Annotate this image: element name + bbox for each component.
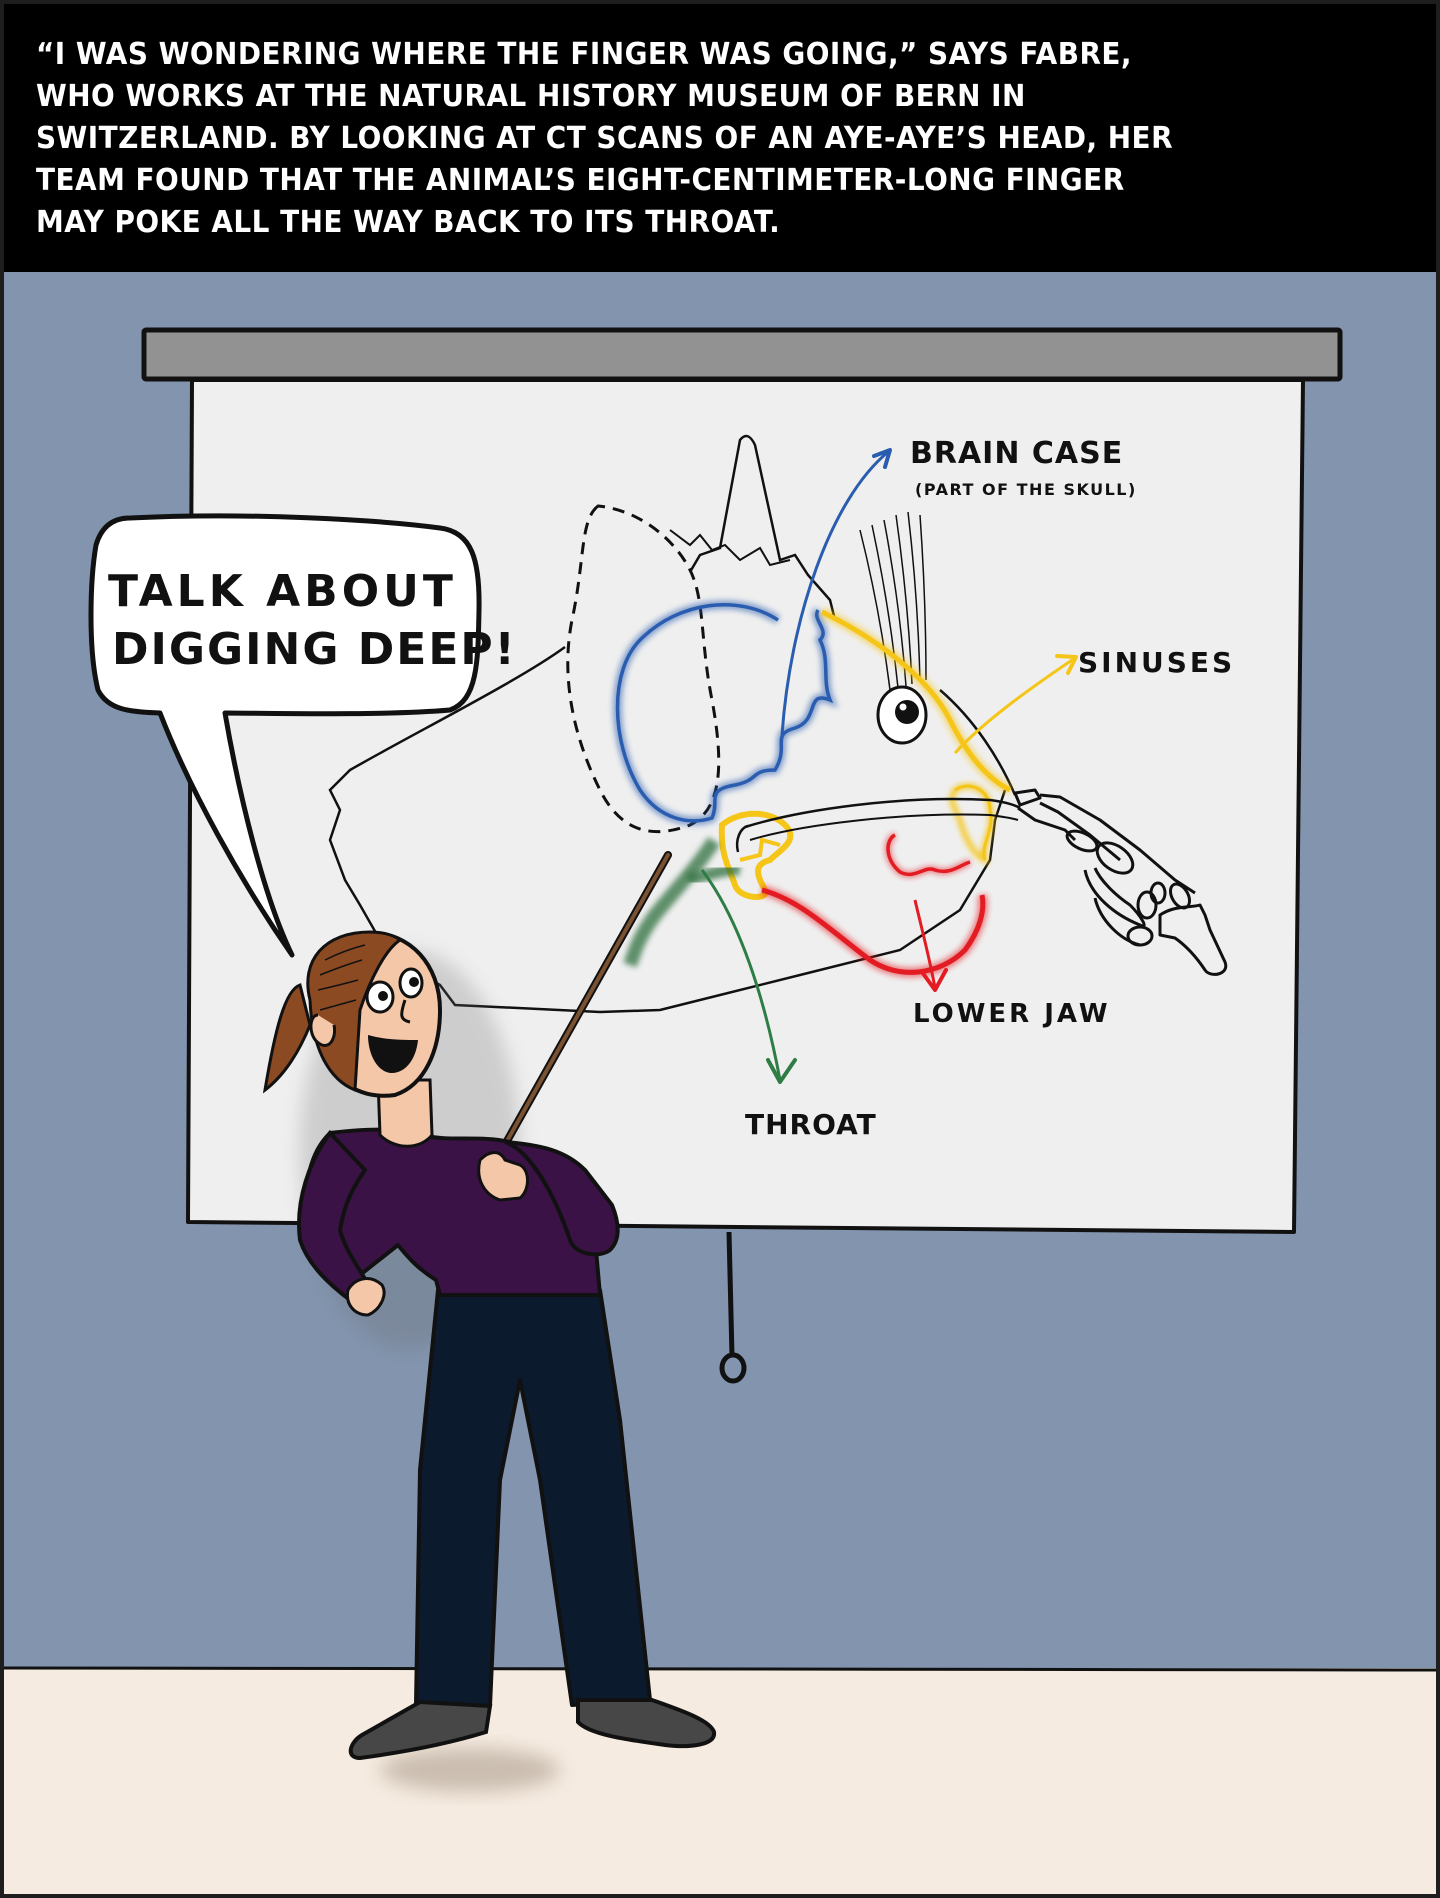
aye-aye-diagram [328, 434, 1228, 1084]
label-sinuses: SINUSES [1078, 646, 1235, 679]
pants [414, 1288, 652, 1708]
presenter [262, 851, 716, 1761]
caption-line: “I WAS WONDERING WHERE THE FINGER WAS GO… [36, 37, 1132, 72]
ponytail [262, 983, 312, 1094]
caption-line: MAY POKE ALL THE WAY BACK TO ITS THROAT. [36, 205, 781, 240]
right-hand [477, 1151, 529, 1202]
right-shoe [576, 1698, 716, 1749]
left-shoe [348, 1699, 493, 1761]
left-hand [345, 1277, 386, 1317]
finger-skeleton [1013, 788, 1228, 976]
floor [4, 1668, 1436, 1894]
comic-panel: “I WAS WONDERING WHERE THE FINGER WAS GO… [4, 4, 1436, 1894]
speech-bubble-line-1: TALK ABOUT [108, 566, 457, 617]
classroom-scene: BRAIN CASE (PART OF THE SKULL) SINUSES L… [4, 272, 1436, 1894]
label-brain-case-note: (PART OF THE SKULL) [915, 480, 1137, 499]
open-mouth [368, 1035, 418, 1073]
caption-box: “I WAS WONDERING WHERE THE FINGER WAS GO… [4, 4, 1436, 272]
screen-pull-cord[interactable] [719, 1231, 747, 1384]
brain-case-arrow [780, 450, 889, 736]
caption-line: TEAM FOUND THAT THE ANIMAL’S EIGHT-CENTI… [36, 163, 1125, 198]
presenter-head [262, 930, 443, 1098]
aye-aye-eye [876, 685, 928, 745]
throat-arrow [700, 869, 782, 1081]
speech-bubble-line-2: DIGGING DEEP! [112, 624, 517, 675]
label-throat: THROAT [745, 1108, 877, 1141]
speech-bubble [88, 513, 482, 958]
lower-jaw-arrow [913, 899, 937, 989]
caption-line: WHO WORKS AT THE NATURAL HISTORY MUSEUM … [36, 79, 1026, 114]
caption-line: SWITZERLAND. BY LOOKING AT CT SCANS OF A… [36, 121, 1174, 156]
label-lower-jaw: LOWER JAW [913, 999, 1111, 1029]
sinuses-arrow [953, 656, 1076, 755]
label-brain-case: BRAIN CASE [910, 436, 1123, 471]
screen-roller-bar [141, 327, 1343, 382]
